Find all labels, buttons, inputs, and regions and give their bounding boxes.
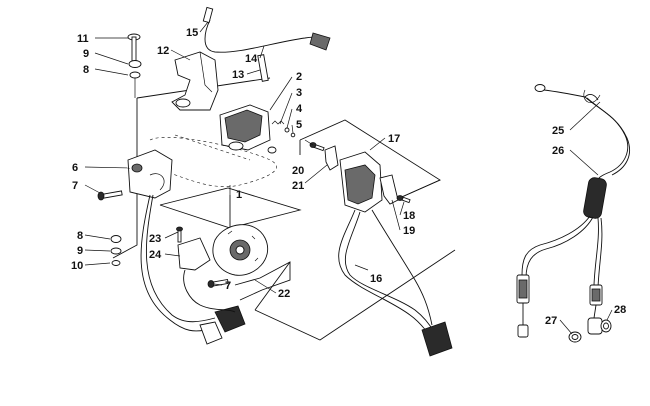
part-label-24: 24 <box>149 249 162 261</box>
grommet-27 <box>568 331 582 343</box>
part-label-26: 26 <box>552 145 564 157</box>
washer-9-bottom <box>110 247 122 255</box>
part-label-4: 4 <box>296 103 303 115</box>
part-label-25: 25 <box>552 125 564 137</box>
part-label-9a: 9 <box>83 48 89 60</box>
part-label-1: 1 <box>236 189 242 201</box>
harness-14 <box>202 6 331 53</box>
part-label-15: 15 <box>186 27 198 39</box>
part-label-2: 2 <box>296 71 302 83</box>
throttle-housing-2 <box>219 104 277 154</box>
part-labels: 1 2 3 4 5 6 7 7 8 8 9 9 10 11 12 13 14 1… <box>71 27 626 327</box>
part-label-20: 20 <box>292 165 304 177</box>
sensor-plate-22 <box>212 224 269 276</box>
part-label-28: 28 <box>614 304 626 316</box>
part-label-16: 16 <box>370 273 382 285</box>
clip-5 <box>290 132 296 138</box>
screw-20 <box>309 142 325 152</box>
part-label-7b: 7 <box>225 280 231 292</box>
part-label-27: 27 <box>545 315 557 327</box>
sensor-probe-left <box>516 274 530 338</box>
assembly-frame-22 <box>234 261 291 301</box>
screw-7a <box>97 190 123 201</box>
assembly-frame-16 <box>254 249 456 341</box>
part-label-10: 10 <box>71 260 83 272</box>
part-label-3: 3 <box>296 87 302 99</box>
part-label-23: 23 <box>149 233 161 245</box>
clip-19 <box>379 174 399 205</box>
part-label-7a: 7 <box>72 180 78 192</box>
sensor-wire <box>140 194 246 345</box>
part-label-9b: 9 <box>77 245 83 257</box>
part-label-5: 5 <box>296 119 302 131</box>
washer-4 <box>284 127 290 133</box>
part-label-18: 18 <box>403 210 415 222</box>
spring-3 <box>271 120 285 125</box>
cable-25 <box>534 84 631 183</box>
housing-6 <box>127 149 173 199</box>
washer-9-top <box>128 60 142 68</box>
clip-21 <box>324 145 339 171</box>
leader-lines <box>84 21 613 335</box>
washer-8-top <box>129 71 141 79</box>
part-label-12: 12 <box>157 45 169 57</box>
bracket-12 <box>171 51 219 111</box>
sensor-24 <box>177 237 236 313</box>
part-label-11: 11 <box>77 33 89 45</box>
bolt-11 <box>127 33 141 66</box>
shaft-dashed <box>149 134 277 187</box>
switch-13 <box>257 54 269 82</box>
part-label-22: 22 <box>278 288 290 300</box>
part-label-8b: 8 <box>77 230 83 242</box>
screw-23 <box>176 226 183 243</box>
harness-16 <box>338 209 453 357</box>
part-label-14: 14 <box>245 53 258 65</box>
nut-10 <box>111 260 121 266</box>
cable-26 <box>521 177 607 289</box>
part-label-17: 17 <box>388 133 400 145</box>
part-label-6: 6 <box>72 162 78 174</box>
sensor-probe-right <box>589 284 603 319</box>
washer-8-bottom <box>110 235 122 243</box>
part-label-13: 13 <box>232 69 244 81</box>
part-label-21: 21 <box>292 180 304 192</box>
screw-18 <box>396 195 411 204</box>
part-label-19: 19 <box>403 225 415 237</box>
grommet-28 <box>587 317 612 335</box>
part-label-8a: 8 <box>83 64 89 76</box>
switch-body-17 <box>339 151 383 213</box>
